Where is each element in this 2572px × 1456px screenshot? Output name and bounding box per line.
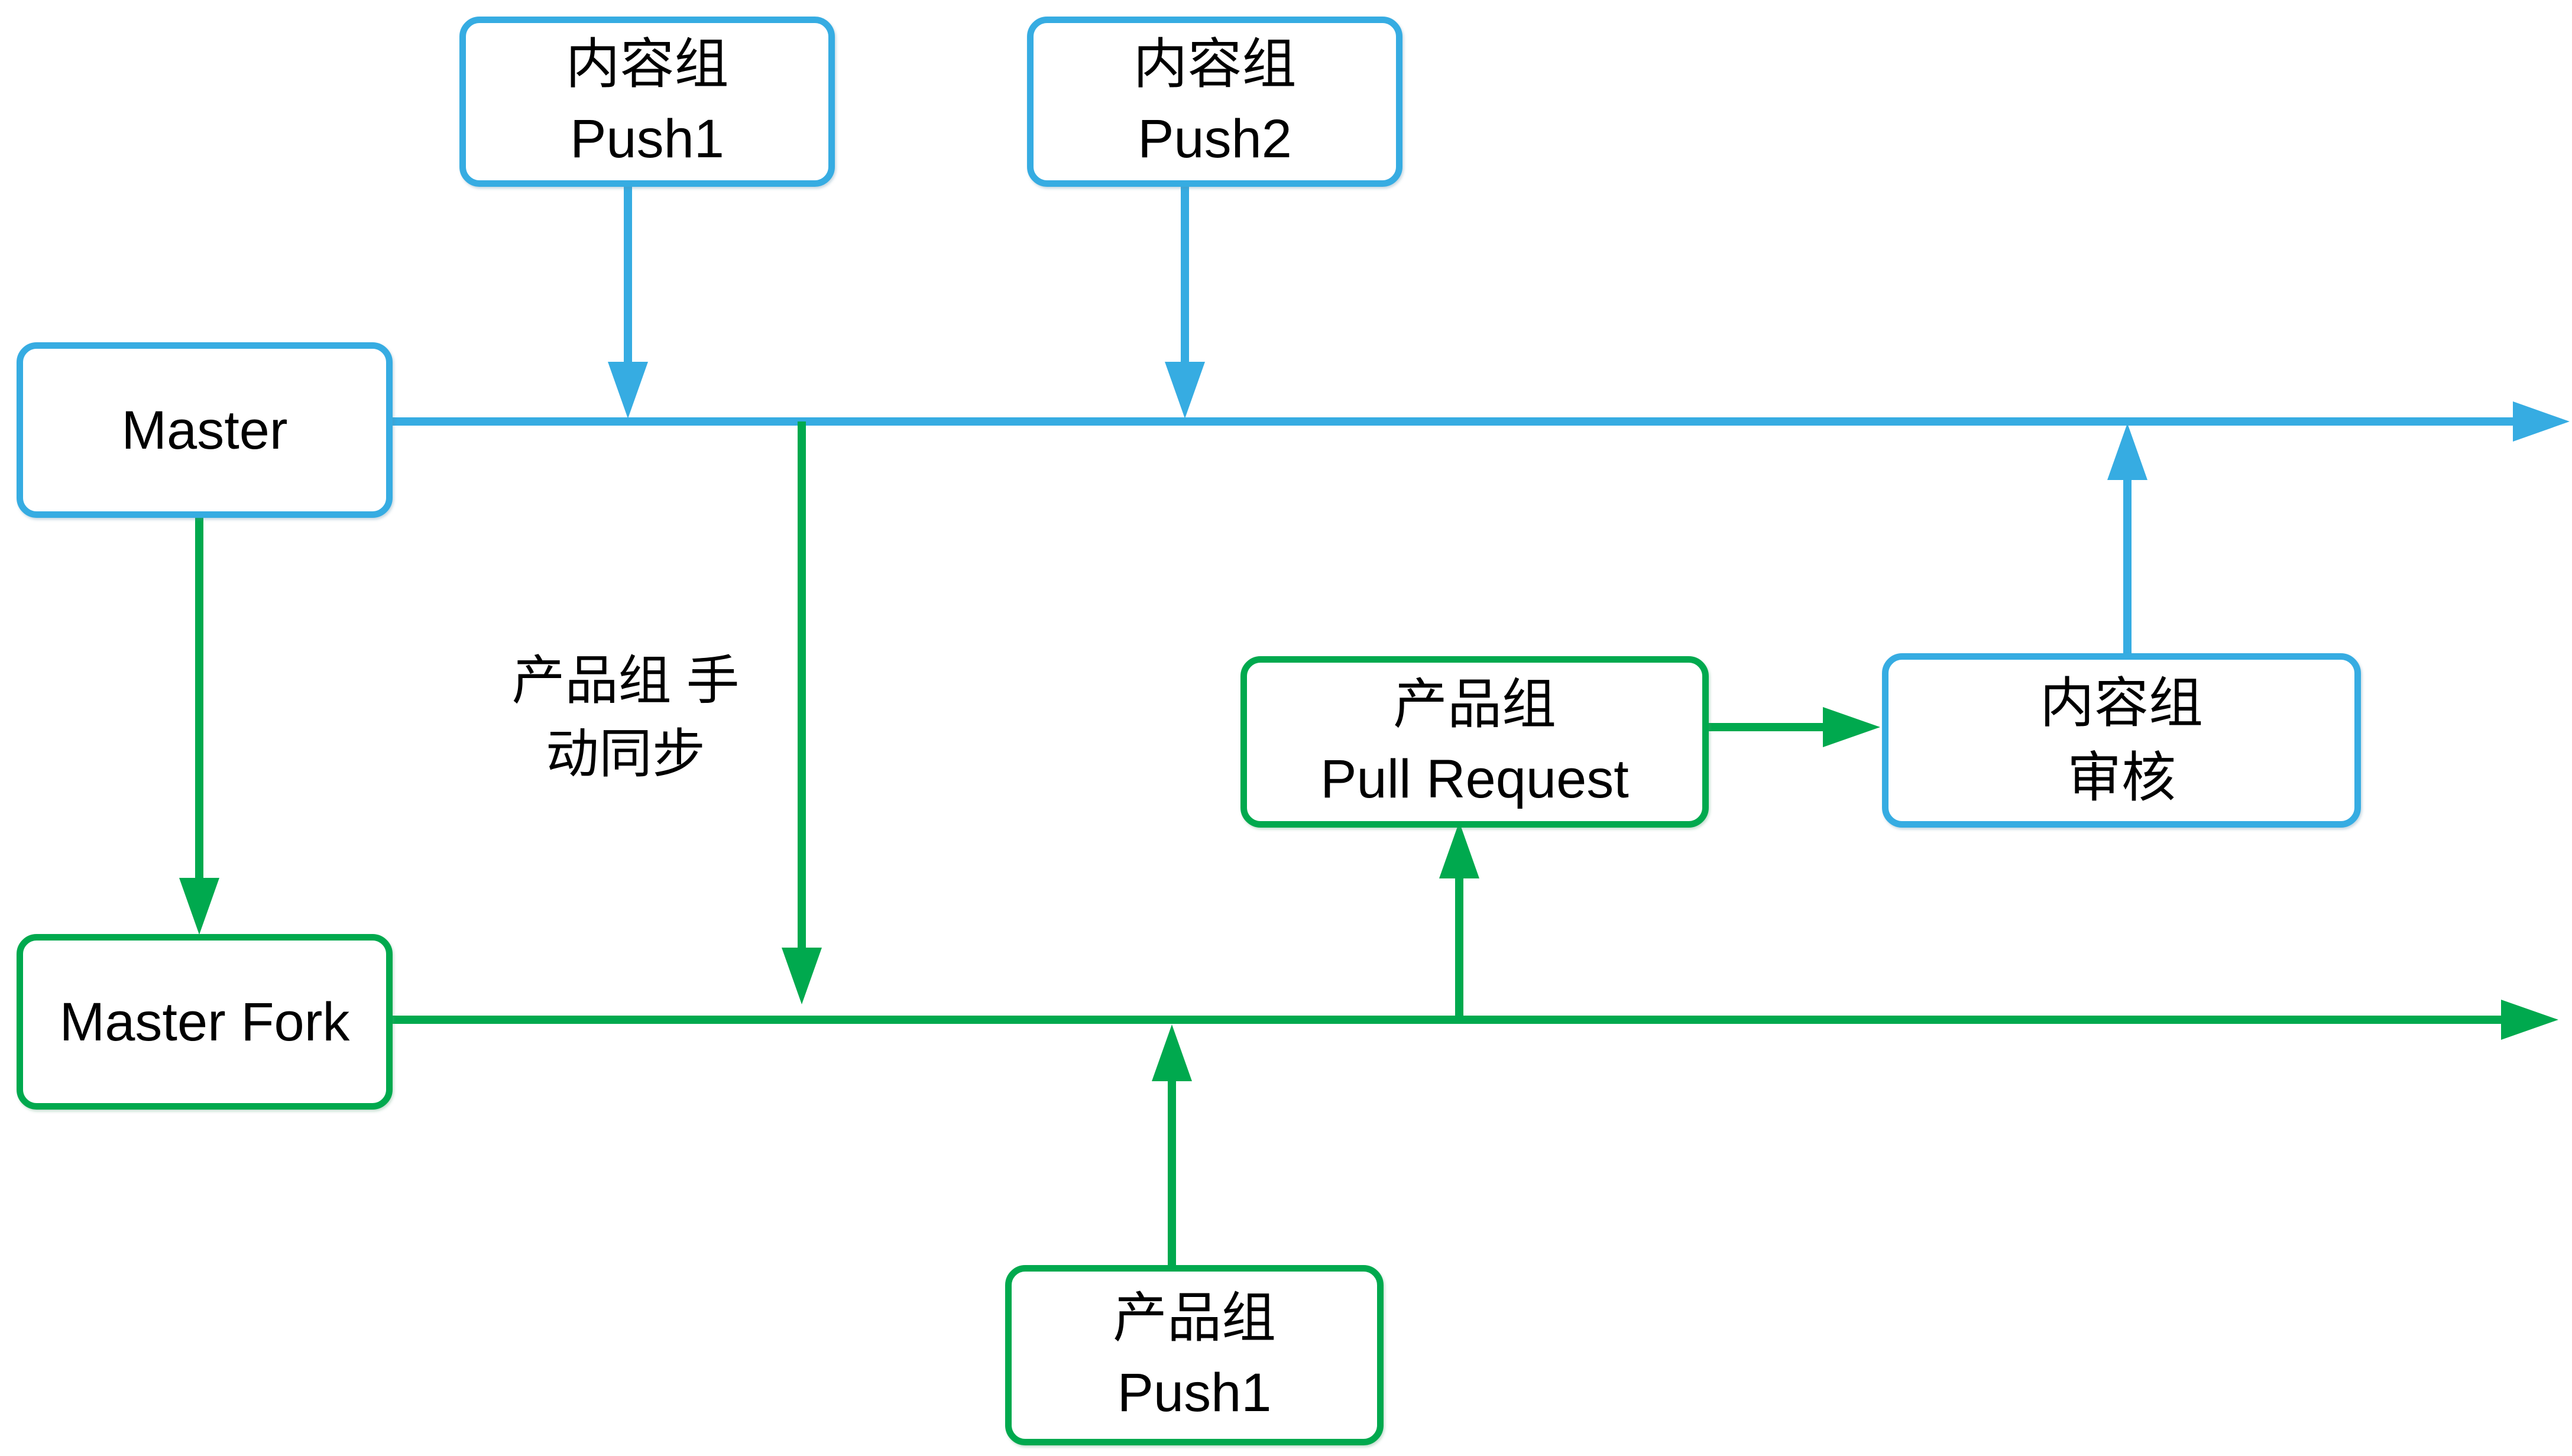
content-push2-arrowhead-icon [1165,362,1205,419]
review-to-master-arrowhead-icon [2107,423,2147,480]
node-content-push1: 内容组 Push1 [459,17,835,187]
node-label: Master [121,400,288,461]
master-branch-arrowhead-icon [2513,401,2570,442]
node-label: Pull Request [1320,749,1629,809]
node-label: 内容组 [565,34,729,95]
node-label: 产品组 [1112,1288,1276,1348]
node-label: Master Fork [59,991,350,1052]
pull-request-to-review-arrow-shaft [1709,723,1823,731]
fork-to-pull-request-arrowhead-icon [1439,822,1479,878]
content-push1-arrow-shaft [624,187,632,362]
content-push1-arrowhead-icon [608,362,648,419]
node-label: 内容组 [1133,34,1297,95]
node-label: 审核 [2066,747,2176,808]
node-product-push1: 产品组 Push1 [1005,1265,1384,1445]
review-to-master-arrow-shaft [2123,480,2132,653]
node-label: Push1 [1117,1362,1272,1423]
fork-to-pull-request-arrow-shaft [1455,878,1463,1020]
node-label: 内容组 [2039,673,2203,734]
pull-request-to-review-arrowhead-icon [1823,707,1880,747]
node-master-fork: Master Fork [17,934,393,1110]
node-content-push2: 内容组 Push2 [1027,17,1402,187]
product-push1-arrow-shaft [1168,1081,1176,1265]
node-label: Push1 [570,109,724,169]
content-push2-arrow-shaft [1181,187,1189,362]
master-to-fork-arrow-shaft [195,518,203,878]
master-branch-line [393,417,2513,426]
node-master: Master [17,342,393,518]
product-push1-arrowhead-icon [1152,1024,1192,1081]
manual-sync-label-line: 手动同步 [546,651,740,784]
node-label: 产品组 [1392,675,1556,735]
manual-sync-label-line: 产品组 [511,651,672,711]
node-product-pull-request: 产品组 Pull Request [1240,656,1709,828]
master-fork-branch-line [393,1016,2501,1024]
node-content-review: 内容组 审核 [1882,653,2361,828]
manual-sync-arrow-shaft [798,421,806,948]
manual-sync-arrowhead-icon [782,948,822,1004]
node-label: Push2 [1138,109,1292,169]
master-fork-branch-arrowhead-icon [2501,1000,2558,1040]
manual-sync-label: 产品组 手动同步 [501,644,750,791]
master-to-fork-arrowhead-icon [179,878,219,935]
